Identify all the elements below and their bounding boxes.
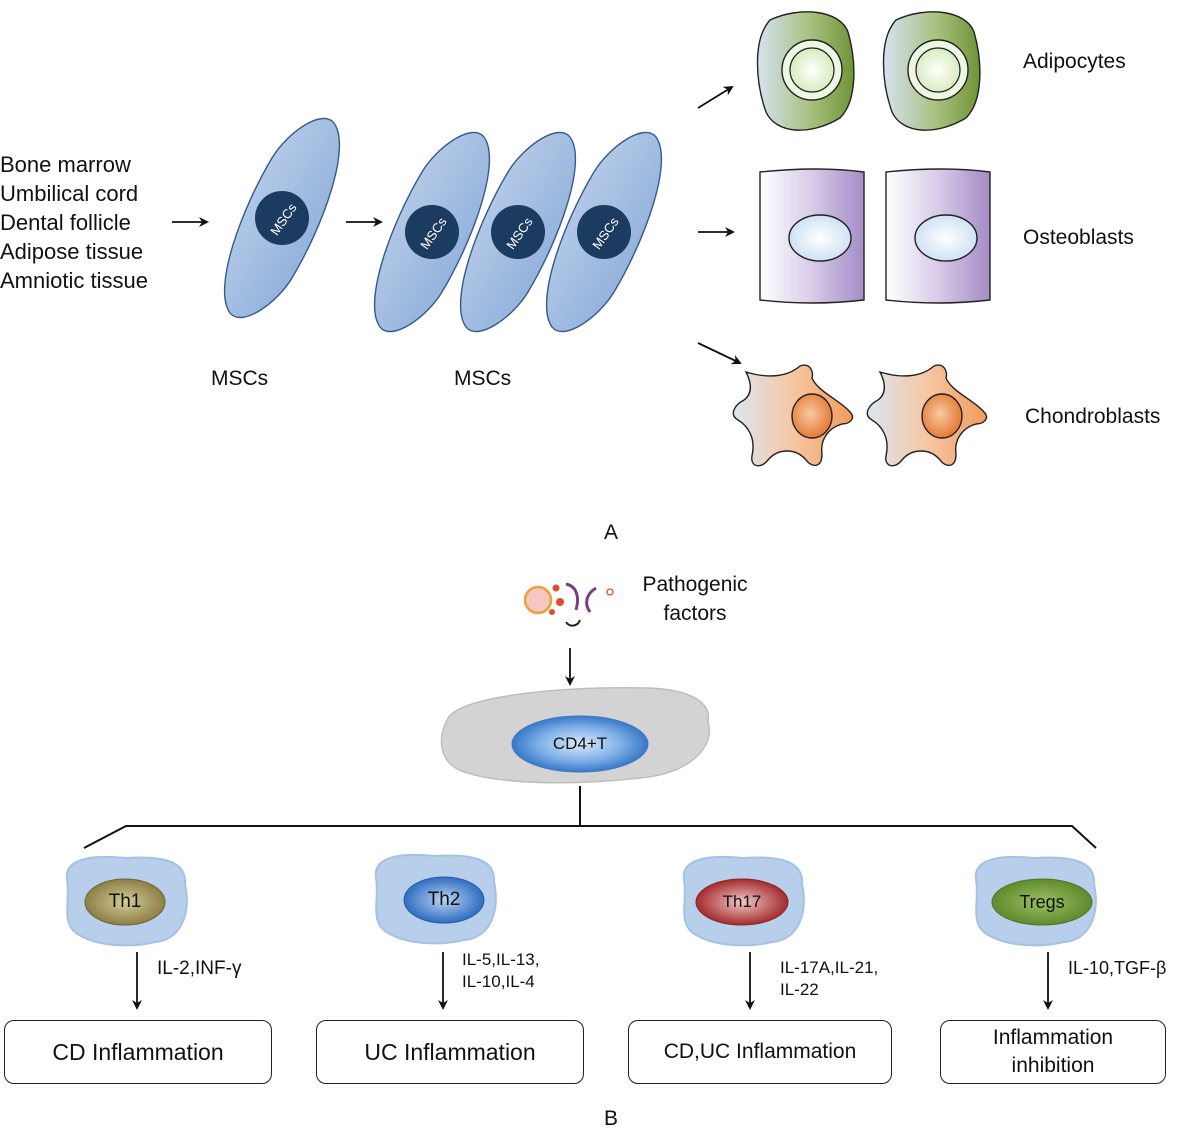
th1-label: Th1	[108, 891, 142, 912]
outcome-cd-inflammation: CD Inflammation	[4, 1020, 272, 1084]
outcome-cd-uc-inflammation: CD,UC Inflammation	[628, 1020, 892, 1084]
tregs-label: Tregs	[1019, 891, 1065, 912]
msc-cell-label: MSCs	[211, 367, 269, 390]
chondroblast-cells	[732, 364, 988, 467]
tregs-cytokines: IL-10,TGF-β	[1068, 958, 1167, 978]
panel-label-b: B	[604, 1107, 619, 1130]
source-item: Amniotic tissue	[0, 268, 148, 293]
arrow-to-adipocytes	[697, 85, 734, 109]
source-item: Dental follicle	[0, 210, 131, 235]
subset-th1-cell	[65, 855, 188, 947]
th2-cytokines: IL-5,IL-13, IL-10,IL-4	[462, 950, 540, 991]
subset-th2-cell	[374, 853, 497, 945]
outcome-uc-inflammation: UC Inflammation	[316, 1020, 584, 1084]
panel-label-a: A	[604, 521, 619, 544]
pathogenic-factors-label: Pathogenic factors	[642, 573, 748, 625]
subset-tregs-cell	[974, 855, 1097, 947]
cd4-t-cell	[440, 687, 711, 784]
osteoblast-cells	[759, 168, 991, 304]
branch-connector	[83, 786, 1097, 849]
th1-cytokines: IL-2,INF-γ	[157, 958, 242, 979]
msc-group-label: MSCs	[454, 367, 512, 390]
osteoblasts-label: Osteoblasts	[1023, 226, 1134, 249]
subset-th17-cell	[682, 855, 805, 947]
source-item: Adipose tissue	[0, 239, 144, 264]
chondroblasts-label: Chondroblasts	[1025, 405, 1161, 428]
th2-label: Th2	[427, 889, 461, 910]
source-item: Bone marrow	[0, 152, 131, 177]
adipocytes-label: Adipocytes	[1023, 50, 1126, 73]
cd4-t-label: CD4+T	[552, 734, 608, 753]
outcome-inflammation-inhibition: Inflammation inhibition	[940, 1020, 1166, 1084]
pathogenic-factors-icon	[523, 582, 614, 627]
th17-cytokines: IL-17A,IL-21, IL-22	[780, 958, 879, 999]
msc-sources-list: Bone marrow Umbilical cord Dental follic…	[0, 150, 148, 295]
source-item: Umbilical cord	[0, 181, 139, 206]
th17-label: Th17	[722, 892, 762, 911]
adipocyte-cells	[756, 11, 981, 131]
arrow-to-chondroblasts	[697, 342, 742, 365]
